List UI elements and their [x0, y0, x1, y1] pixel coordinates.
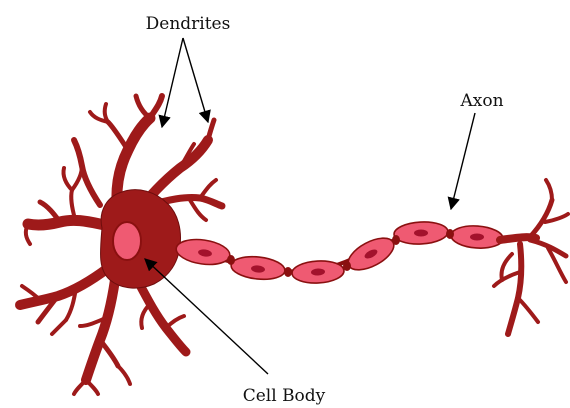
cell-body-label: Cell Body [243, 386, 326, 406]
dendrites-label: Dendrites [146, 14, 231, 34]
myelin-sheath-1 [175, 236, 232, 267]
dendrites-pointer-right [183, 38, 208, 122]
myelin-sheath-4 [343, 232, 398, 277]
myelin-sheath-2 [230, 254, 286, 282]
myelin-sheath-3 [291, 260, 344, 285]
dendrites-pointer-left [162, 38, 183, 127]
myelin-sheath-6 [450, 224, 503, 250]
nucleus [113, 222, 141, 260]
axon-label: Axon [459, 91, 503, 111]
axon-terminals [494, 180, 568, 334]
myelin-sheath-5 [393, 221, 448, 246]
axon [175, 221, 515, 285]
axon-pointer [451, 113, 475, 209]
axon-label-group: Axon [451, 91, 504, 209]
